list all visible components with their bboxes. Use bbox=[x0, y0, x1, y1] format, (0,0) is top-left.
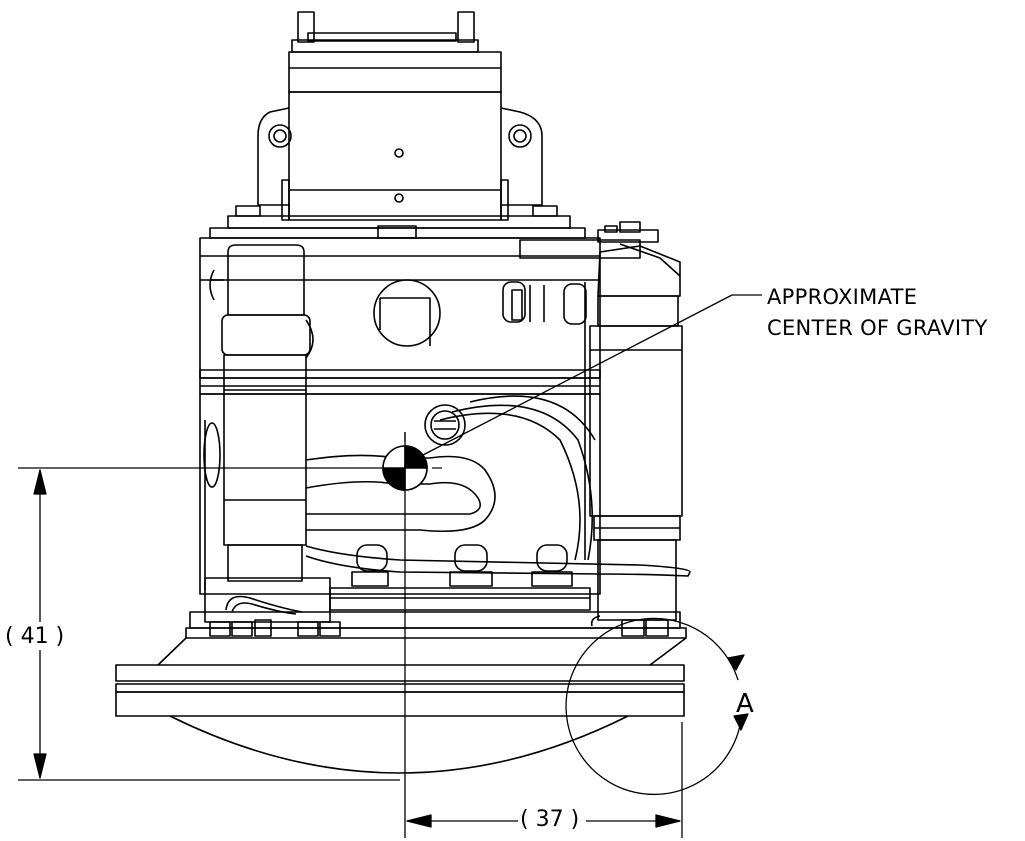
left-motor bbox=[209, 244, 314, 582]
vertical-dimension bbox=[18, 467, 400, 781]
right-motor bbox=[584, 243, 683, 621]
cog-callout-line2: CENTER OF GRAVITY bbox=[767, 316, 988, 340]
detail-a-circle bbox=[565, 617, 749, 796]
lower-bracket bbox=[204, 544, 591, 623]
main-housing bbox=[199, 237, 601, 595]
top-connector-box bbox=[257, 11, 543, 221]
base-plate bbox=[157, 611, 687, 666]
horizontal-dimension-label: ( 37 ) bbox=[520, 807, 580, 832]
cable-harness bbox=[305, 395, 691, 577]
horizontal-dimension bbox=[404, 432, 683, 838]
cog-callout: APPROXIMATE CENTER OF GRAVITY bbox=[767, 282, 988, 344]
mounting-flange bbox=[209, 205, 659, 259]
vertical-dimension-label: ( 41 ) bbox=[5, 624, 65, 649]
cog-leader-line bbox=[422, 294, 762, 456]
cog-callout-line1: APPROXIMATE bbox=[767, 285, 918, 309]
bottom-dome-plate bbox=[115, 664, 685, 774]
detail-a-label: A bbox=[736, 689, 754, 719]
